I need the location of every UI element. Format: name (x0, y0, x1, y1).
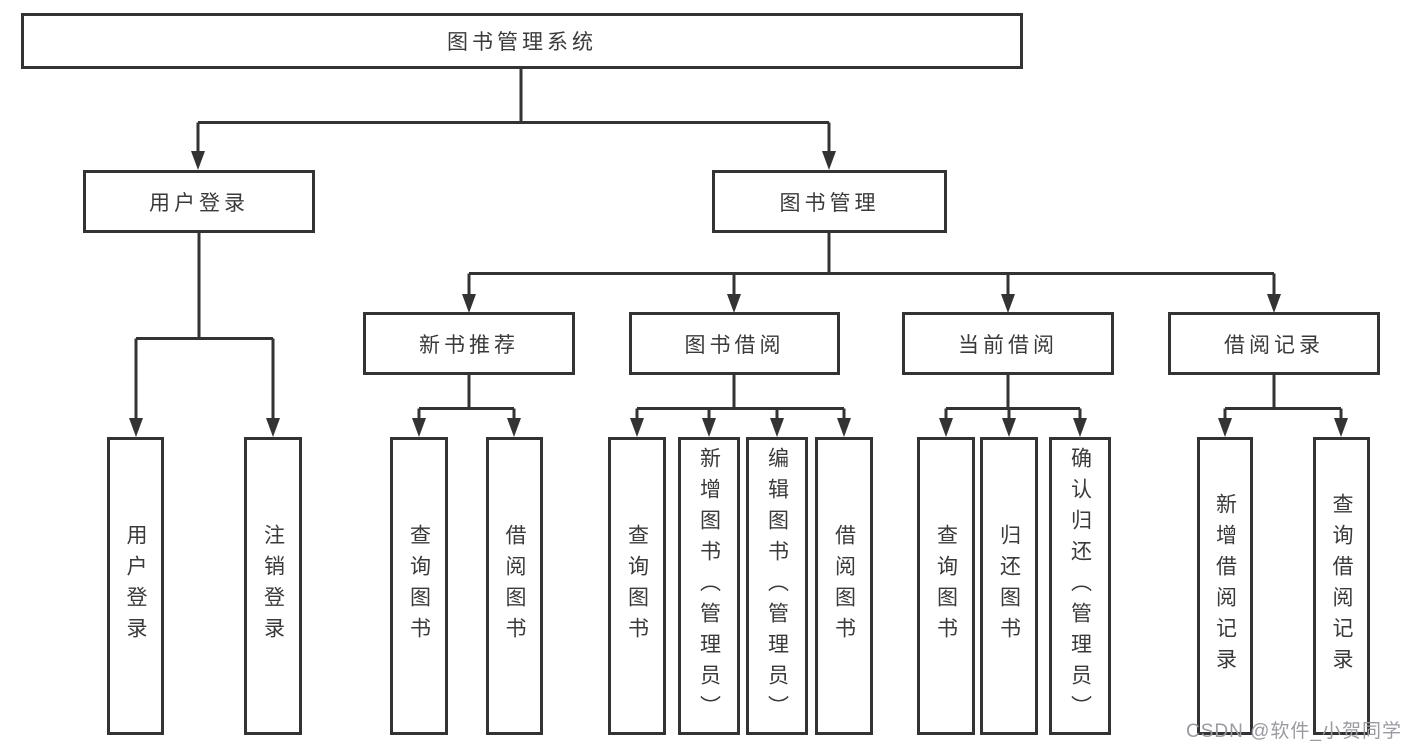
leaf-query-borrow-record: 查询借阅记录 (1313, 437, 1370, 735)
connector-records-to-leaves (1223, 375, 1343, 420)
leaf-borrow-books-recommend-label: 借阅图书 (503, 524, 526, 648)
node-book-management-label: 图书管理 (779, 191, 880, 215)
node-new-book-recommend-label: 新书推荐 (419, 333, 519, 357)
leaf-return-book: 归还图书 (980, 437, 1038, 735)
connector-userlogin-to-leaves (134, 233, 275, 419)
leaf-add-book-admin: 新增图书（管理员） (678, 437, 740, 735)
node-book-borrow-label: 图书借阅 (684, 333, 785, 357)
node-borrow-records: 借阅记录 (1168, 312, 1380, 375)
leaf-query-books-recommend: 查询图书 (390, 437, 448, 735)
leaf-logout: 注销登录 (244, 437, 302, 735)
leaf-user-login: 用户登录 (107, 437, 164, 735)
leaf-logout-label: 注销登录 (261, 524, 285, 648)
node-book-management: 图书管理 (712, 170, 947, 233)
leaf-query-books-borrow-label: 查询图书 (625, 524, 649, 648)
node-current-borrow-label: 当前借阅 (958, 333, 1058, 357)
leaf-query-books-recommend-label: 查询图书 (407, 524, 431, 648)
node-user-login: 用户登录 (83, 170, 315, 233)
leaf-edit-book-admin-label: 编辑图书（管理员） (765, 446, 789, 726)
csdn-watermark: CSDN @软件_小贺同学 (1186, 721, 1402, 742)
leaf-query-books-current: 查询图书 (917, 437, 975, 735)
node-borrow-records-label: 借阅记录 (1224, 333, 1324, 357)
leaf-borrow-books-label: 借阅图书 (832, 524, 856, 648)
leaf-add-book-admin-label: 新增图书（管理员） (697, 446, 721, 726)
connector-bookmgmt-to-level3 (467, 233, 1276, 296)
connector-current-to-leaves (944, 375, 1082, 420)
node-root: 图书管理系统 (21, 13, 1023, 69)
connector-root-to-level2 (196, 68, 831, 153)
leaf-confirm-return-admin: 确认归还（管理员） (1049, 437, 1111, 735)
leaf-add-borrow-record-label: 新增借阅记录 (1213, 493, 1237, 679)
leaf-query-books-current-label: 查询图书 (934, 524, 958, 648)
leaf-return-book-label: 归还图书 (997, 524, 1021, 648)
leaf-query-borrow-record-label: 查询借阅记录 (1330, 493, 1353, 679)
leaf-borrow-books-recommend: 借阅图书 (486, 437, 543, 735)
leaf-user-login-label: 用户登录 (124, 524, 147, 648)
connector-borrow-to-leaves (635, 375, 846, 420)
arrowheads (129, 151, 1348, 437)
connector-recommend-to-leaves (417, 375, 516, 420)
leaf-query-books-borrow: 查询图书 (608, 437, 666, 735)
node-new-book-recommend: 新书推荐 (363, 312, 575, 375)
leaf-add-borrow-record: 新增借阅记录 (1197, 437, 1253, 735)
node-current-borrow: 当前借阅 (902, 312, 1114, 375)
node-book-borrow: 图书借阅 (629, 312, 840, 375)
leaf-edit-book-admin: 编辑图书（管理员） (746, 437, 808, 735)
node-user-login-label: 用户登录 (149, 191, 249, 215)
node-root-label: 图书管理系统 (447, 31, 597, 54)
leaf-confirm-return-admin-label: 确认归还（管理员） (1068, 446, 1092, 726)
leaf-borrow-books: 借阅图书 (815, 437, 873, 735)
